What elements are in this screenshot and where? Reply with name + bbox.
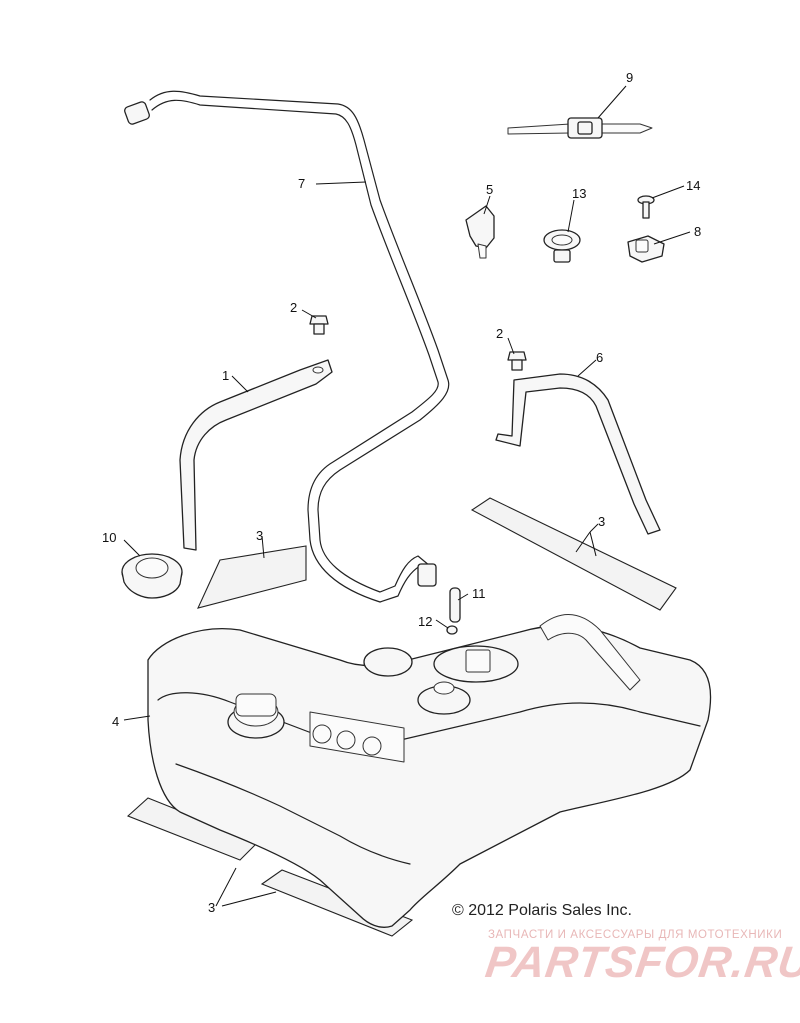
callout-3: 3 [256, 528, 263, 543]
part-6-strap [495, 373, 661, 535]
part-2-bolt-right [507, 351, 527, 371]
callout-labels: 9 7 5 13 14 8 2 2 6 1 3 10 3 11 12 4 3 [102, 70, 701, 915]
callout-5: 5 [486, 182, 493, 197]
callout-12: 12 [418, 614, 432, 629]
part-7-vent-hose [124, 90, 450, 603]
part-4-fuel-tank [147, 613, 712, 928]
copyright-notice: © 2012 Polaris Sales Inc. [452, 902, 632, 919]
callout-2: 2 [290, 300, 297, 315]
callout-8: 8 [694, 224, 701, 239]
callout-4: 4 [112, 714, 119, 729]
part-11-fitting [449, 587, 461, 623]
callout-10: 10 [102, 530, 116, 545]
callout-2: 2 [496, 326, 503, 341]
part-12-oring [446, 625, 458, 635]
part-10-fuel-cap [121, 553, 183, 599]
callout-11: 11 [472, 586, 486, 601]
part-8-clip [627, 235, 665, 263]
callout-7: 7 [298, 176, 305, 191]
watermark-tagline: ЗАПЧАСТИ И АКСЕССУАРЫ ДЛЯ МОТОТЕХНИКИ [488, 929, 783, 941]
callout-6: 6 [596, 350, 603, 365]
part-1-strap [179, 359, 333, 551]
part-14-rivet [637, 195, 655, 219]
callout-9: 9 [626, 70, 633, 85]
part-9-cable-tie [507, 117, 653, 139]
callout-3: 3 [598, 514, 605, 529]
leader-lines [123, 85, 691, 907]
callout-13: 13 [572, 186, 586, 201]
part-13-clamp [543, 229, 581, 263]
part-5-clip [465, 205, 495, 259]
part-2-bolt-left [309, 315, 329, 335]
watermark-logo: PARTSFOR.RU [482, 938, 800, 987]
callout-3: 3 [208, 900, 215, 915]
callout-14: 14 [686, 178, 700, 193]
callout-1: 1 [222, 368, 229, 383]
